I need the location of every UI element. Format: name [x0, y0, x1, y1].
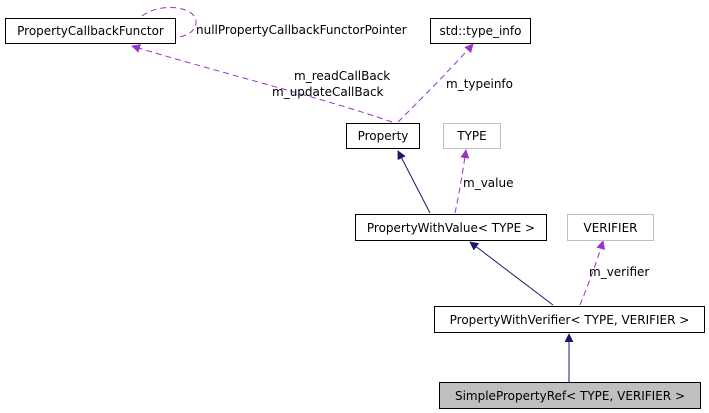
node-label: PropertyWithVerifier< TYPE, VERIFIER > [449, 312, 690, 327]
edge-property-to-callback [131, 44, 393, 123]
edge-label-typeinfo: m_typeinfo [446, 77, 514, 91]
node-type-param[interactable]: TYPE [443, 123, 501, 149]
node-simple-property-ref[interactable]: SimplePropertyRef< TYPE, VERIFIER > [439, 382, 701, 409]
node-label: VERIFIER [583, 220, 638, 235]
edge-label-value: m_value [463, 176, 514, 190]
node-property-callback-functor[interactable]: PropertyCallbackFunctor [5, 18, 176, 44]
edge-label-update-callback: m_updateCallBack [272, 85, 384, 99]
node-property-with-verifier[interactable]: PropertyWithVerifier< TYPE, VERIFIER > [434, 306, 705, 333]
edge-pwv-to-type [454, 149, 470, 214]
edge-label-verifier: m_verifier [589, 265, 650, 279]
node-label: std::type_info [439, 24, 522, 38]
node-label: PropertyCallbackFunctor [17, 24, 164, 38]
node-label: SimplePropertyRef< TYPE, VERIFIER > [454, 388, 686, 403]
node-verifier-param[interactable]: VERIFIER [567, 214, 654, 241]
node-label: Property [357, 129, 409, 143]
edge-label-read-callback: m_readCallBack [294, 69, 391, 83]
node-label: PropertyWithValue< TYPE > [366, 220, 536, 235]
edge-property-to-typeinfo [397, 43, 474, 123]
edge-pwverifier-to-pwv [469, 241, 554, 306]
edge-pwv-to-property [397, 150, 431, 214]
edge-label-null-pointer: nullPropertyCallbackFunctorPointer [196, 23, 407, 37]
node-label: TYPE [457, 129, 487, 143]
node-property-with-value[interactable]: PropertyWithValue< TYPE > [355, 214, 547, 241]
node-property[interactable]: Property [346, 123, 420, 149]
edge-pwverifier-to-verifier [579, 240, 606, 306]
node-std-type-info[interactable]: std::type_info [430, 18, 531, 44]
